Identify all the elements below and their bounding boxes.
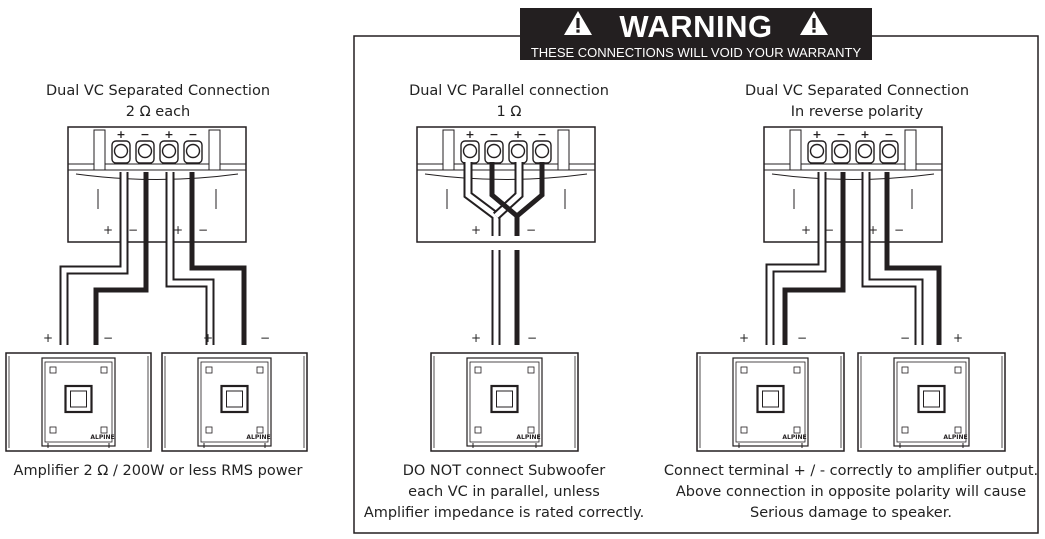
parallel-caption-line3: Amplifier impedance is rated correctly. xyxy=(363,505,645,521)
warning-triangle-icon-right xyxy=(799,9,829,43)
amp-brand-logo: ALPINE xyxy=(90,434,114,441)
separated-wire-1-negative xyxy=(93,172,149,345)
reverse-terminal-mark: − xyxy=(836,128,845,141)
amp-brand-logo: ALPINE xyxy=(516,434,540,441)
separated-pole-label: + xyxy=(173,223,183,237)
reverse-pole-label: + xyxy=(868,223,878,237)
reverse-amp-right: ALPINE xyxy=(857,352,1006,452)
separated-pole-label: + xyxy=(103,223,113,237)
separated-amp-left: ALPINE xyxy=(5,352,152,452)
warning-triangle-icon-left xyxy=(563,9,593,43)
parallel-amp: ALPINE xyxy=(430,352,579,452)
reverse-pole-label: − xyxy=(824,223,834,237)
parallel-caption-line2: each VC in parallel, unless xyxy=(408,484,600,500)
parallel-bridge-negative-a xyxy=(489,162,520,236)
reverse-title-line2: In reverse polarity xyxy=(790,104,924,120)
separated-pole-label: − xyxy=(128,223,138,237)
amp-label: − xyxy=(260,331,270,345)
separated-terminal-mark: + xyxy=(116,128,125,141)
reverse-caption-line1: Connect terminal + / - correctly to ampl… xyxy=(663,463,1039,479)
separated-amp-right: ALPINE xyxy=(161,352,308,452)
separated-terminal-mark: + xyxy=(164,128,173,141)
separated-title-line2: 2 Ω each xyxy=(125,104,191,120)
parallel-terminal-mark: + xyxy=(513,128,522,141)
reverse-speaker: +−+−+−+− xyxy=(763,126,943,243)
separated-wire-2-positive xyxy=(165,172,215,345)
amp-label: + xyxy=(203,331,213,345)
reverse-amp-left: ALPINE xyxy=(696,352,845,452)
reverse-caption-line3: Serious damage to speaker. xyxy=(750,505,952,521)
reverse-terminal-mark: + xyxy=(812,128,821,141)
reverse-title-line1: Dual VC Separated Connection xyxy=(744,83,970,99)
amp-brand-logo: ALPINE xyxy=(943,434,967,441)
warning-frame xyxy=(353,35,1039,534)
amp-brand-logo: ALPINE xyxy=(246,434,270,441)
parallel-terminal-mark: − xyxy=(537,128,546,141)
parallel-terminal-mark: + xyxy=(465,128,474,141)
warning-subtitle: THESE CONNECTIONS WILL VOID YOUR WARRANT… xyxy=(530,44,862,60)
separated-terminal-mark: − xyxy=(140,128,149,141)
amp-label: + xyxy=(43,331,53,345)
reverse-terminal-mark: + xyxy=(860,128,869,141)
amp-label: − xyxy=(103,331,113,345)
reverse-caption-line2: Above connection in opposite polarity wi… xyxy=(675,484,1027,500)
reverse-terminal-mark: − xyxy=(884,128,893,141)
reverse-pole-label: + xyxy=(801,223,811,237)
amp-label: + xyxy=(953,331,963,345)
amp-brand-logo: ALPINE xyxy=(782,434,806,441)
amp-label: − xyxy=(527,331,537,345)
parallel-caption-line1: DO NOT connect Subwoofer xyxy=(402,463,606,479)
reverse-pole-label: − xyxy=(894,223,904,237)
parallel-pole-label: + xyxy=(471,223,481,237)
separated-wire-1-positive xyxy=(59,172,129,345)
amp-label: − xyxy=(900,331,910,345)
warning-title: WARNING xyxy=(619,9,773,44)
separated-terminal-mark: − xyxy=(188,128,197,141)
separated-pole-label: − xyxy=(198,223,208,237)
warning-banner: WARNING THESE CONNECTIONS WILL VOID YOUR… xyxy=(520,8,872,60)
parallel-terminal-mark: − xyxy=(489,128,498,141)
amp-label: − xyxy=(797,331,807,345)
separated-speaker: + − + − + − + − xyxy=(67,126,247,243)
parallel-pole-label: − xyxy=(526,223,536,237)
parallel-bridge-negative-b xyxy=(515,162,545,218)
parallel-title-line2: 1 Ω xyxy=(496,104,522,120)
separated-wire-2-negative xyxy=(189,172,247,345)
parallel-bridge-positive-a xyxy=(463,162,501,236)
reverse-wire-1-positive xyxy=(765,172,827,345)
separated-caption: Amplifier 2 Ω / 200W or less RMS power xyxy=(13,463,303,479)
reverse-wire-2-positive xyxy=(861,172,924,345)
parallel-title-line1: Dual VC Parallel connection xyxy=(409,83,609,99)
amp-label: + xyxy=(739,331,749,345)
reverse-wire-2-negative xyxy=(884,172,942,345)
reverse-wire-1-negative xyxy=(782,172,846,345)
amp-label: + xyxy=(471,331,481,345)
parallel-speaker: + − + − + − xyxy=(416,126,596,243)
separated-title-line1: Dual VC Separated Connection xyxy=(45,83,271,99)
parallel-bridge-positive-b xyxy=(492,162,524,220)
